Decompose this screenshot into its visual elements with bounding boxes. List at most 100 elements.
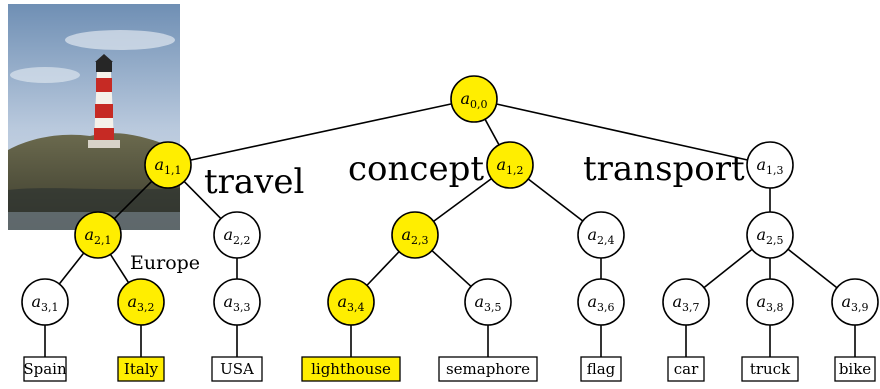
- edge-a00-a12: [484, 118, 500, 146]
- leaf-car: car: [667, 356, 705, 382]
- leaf-label: flag: [587, 360, 616, 378]
- leaf-label: bike: [839, 360, 871, 378]
- node-label-subscript: 3,7: [682, 301, 700, 314]
- node-label-subscript: 3,5: [484, 301, 502, 314]
- node-a22: a2,2: [213, 211, 261, 259]
- node-label-base: a: [474, 292, 484, 311]
- node-label: a2,3: [401, 225, 428, 247]
- leaf-spain: Spain: [23, 356, 67, 382]
- leaf-label: Spain: [23, 360, 67, 378]
- node-label: a3,5: [474, 292, 501, 314]
- leaf-box: [741, 356, 799, 382]
- node-label-base: a: [756, 155, 766, 174]
- node-label: a1,2: [496, 155, 523, 177]
- leaf-box: [211, 356, 263, 382]
- node-a34: a3,4: [327, 278, 375, 326]
- node-label: a1,3: [756, 155, 783, 177]
- node-a35: a3,5: [464, 278, 512, 326]
- node-label-base: a: [223, 225, 233, 244]
- edge-a25-a39: [787, 248, 838, 289]
- edge-a23-a35: [431, 249, 472, 288]
- leaf-box: [580, 356, 622, 382]
- node-label-base: a: [672, 292, 682, 311]
- node-label: a0,0: [460, 89, 487, 111]
- leaf-usa: USA: [211, 356, 263, 382]
- category-label-travel: travel: [204, 162, 304, 202]
- node-label-base: a: [587, 292, 597, 311]
- leaf-label: semaphore: [446, 360, 530, 378]
- leaf-truck: truck: [741, 356, 799, 382]
- edge-a23-a34: [366, 251, 400, 286]
- node-label: a3,1: [31, 292, 58, 314]
- leaf-box: [667, 356, 705, 382]
- edge-a21-a32: [109, 253, 130, 284]
- node-label: a3,6: [587, 292, 614, 314]
- node-label: a3,2: [127, 292, 154, 314]
- node-label-base: a: [223, 292, 233, 311]
- node-a21: a2,1: [74, 211, 122, 259]
- node-circle: [831, 278, 879, 326]
- node-label-base: a: [756, 292, 766, 311]
- node-label: a2,4: [587, 225, 614, 247]
- node-circle: [577, 278, 625, 326]
- node-a23: a2,3: [391, 211, 439, 259]
- node-label-subscript: 1,1: [164, 164, 182, 177]
- node-label-subscript: 2,3: [411, 234, 429, 247]
- node-circle: [746, 278, 794, 326]
- node-label-subscript: 3,9: [851, 301, 869, 314]
- edge-a12-a23: [433, 177, 492, 223]
- node-label-subscript: 1,3: [766, 164, 784, 177]
- leaf-semaphore: semaphore: [438, 356, 538, 382]
- node-a32: a3,2: [117, 278, 165, 326]
- leaf-italy: Italy: [117, 356, 165, 382]
- node-a25: a2,5: [746, 211, 794, 259]
- node-a12: a1,2: [486, 141, 534, 189]
- node-circle: [450, 75, 498, 123]
- node-label: a2,1: [84, 225, 111, 247]
- edge-a25-a37: [703, 248, 753, 289]
- category-label-transport: transport: [583, 149, 745, 189]
- edge-a11-a22: [183, 180, 222, 220]
- node-label-base: a: [84, 225, 94, 244]
- node-circle: [486, 141, 534, 189]
- node-a11: a1,1: [144, 141, 192, 189]
- node-circle: [662, 278, 710, 326]
- node-circle: [464, 278, 512, 326]
- leaf-label: lighthouse: [311, 360, 391, 378]
- leaf-box: [23, 356, 67, 382]
- tree-edges: [44, 103, 856, 357]
- node-label-base: a: [127, 292, 137, 311]
- node-label-base: a: [841, 292, 851, 311]
- node-circle: [327, 278, 375, 326]
- node-label: a3,9: [841, 292, 868, 314]
- node-label: a3,3: [223, 292, 250, 314]
- node-label: a1,1: [154, 155, 181, 177]
- leaf-lighthouse: lighthouse: [301, 356, 401, 382]
- node-label-subscript: 3,2: [137, 301, 155, 314]
- node-label-subscript: 3,4: [347, 301, 365, 314]
- node-label-base: a: [401, 225, 411, 244]
- category-label-europe: Europe: [130, 252, 200, 274]
- leaf-label: USA: [220, 360, 254, 378]
- node-label-base: a: [496, 155, 506, 174]
- node-a38: a3,8: [746, 278, 794, 326]
- node-circle: [213, 211, 261, 259]
- node-label-base: a: [154, 155, 164, 174]
- leaf-label: Italy: [124, 360, 159, 378]
- leaf-box: [117, 356, 165, 382]
- node-label: a3,8: [756, 292, 783, 314]
- edge-a21-a31: [58, 252, 85, 285]
- node-circle: [577, 211, 625, 259]
- node-a31: a3,1: [21, 278, 69, 326]
- node-label-base: a: [460, 89, 470, 108]
- edge-a12-a24: [527, 178, 584, 222]
- edge-a11-a21: [113, 180, 153, 220]
- node-label-base: a: [337, 292, 347, 311]
- node-circle: [746, 141, 794, 189]
- node-label: a3,7: [672, 292, 699, 314]
- node-label-subscript: 0,0: [470, 98, 488, 111]
- node-a24: a2,4: [577, 211, 625, 259]
- node-label: a2,5: [756, 225, 783, 247]
- node-a00: a0,0: [450, 75, 498, 123]
